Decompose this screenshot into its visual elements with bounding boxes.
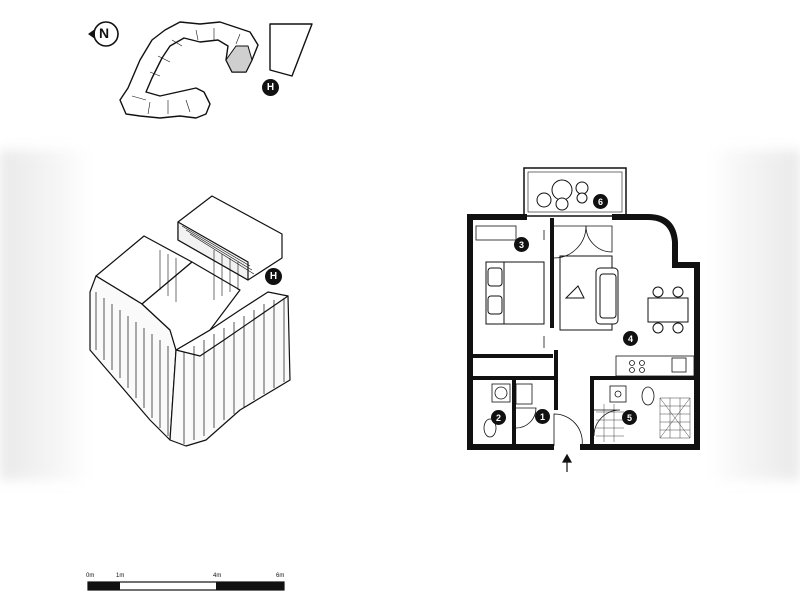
interior-walls bbox=[473, 218, 694, 446]
dining-table bbox=[647, 286, 689, 334]
site-parcel-outline bbox=[269, 23, 313, 77]
blurred-edge-right bbox=[710, 150, 800, 480]
kitchen-counter bbox=[615, 355, 695, 377]
door-swings bbox=[515, 225, 621, 447]
site-building-marker: H bbox=[262, 79, 279, 96]
bathroom-tiles-2 bbox=[596, 404, 624, 442]
room-number-2: 2 bbox=[491, 410, 506, 425]
wardrobe bbox=[475, 225, 517, 241]
room-number-5: 5 bbox=[622, 410, 637, 425]
sofa bbox=[559, 255, 619, 331]
compass-label: N bbox=[99, 25, 110, 41]
room-number-1: 1 bbox=[535, 409, 550, 424]
compass-north-icon: N bbox=[88, 21, 119, 47]
room-number-6: 6 bbox=[593, 194, 608, 209]
scale-label-0: 0m bbox=[86, 573, 95, 579]
balcony-furniture bbox=[536, 179, 589, 211]
axonometric-building-marker: H bbox=[265, 268, 282, 285]
scale-label-4: 4m bbox=[213, 573, 222, 579]
arrow-up-icon bbox=[561, 453, 573, 472]
bed bbox=[485, 261, 545, 325]
site-building-outline bbox=[119, 21, 259, 119]
balcony-outline bbox=[523, 167, 627, 217]
room-number-4: 4 bbox=[623, 331, 638, 346]
scale-label-6: 6m bbox=[276, 573, 285, 579]
scale-label-1: 1m bbox=[116, 573, 125, 579]
room-number-3: 3 bbox=[514, 237, 529, 252]
site-highlight bbox=[225, 45, 253, 73]
blurred-edge-left bbox=[0, 150, 90, 480]
shower-tiles bbox=[659, 397, 691, 439]
